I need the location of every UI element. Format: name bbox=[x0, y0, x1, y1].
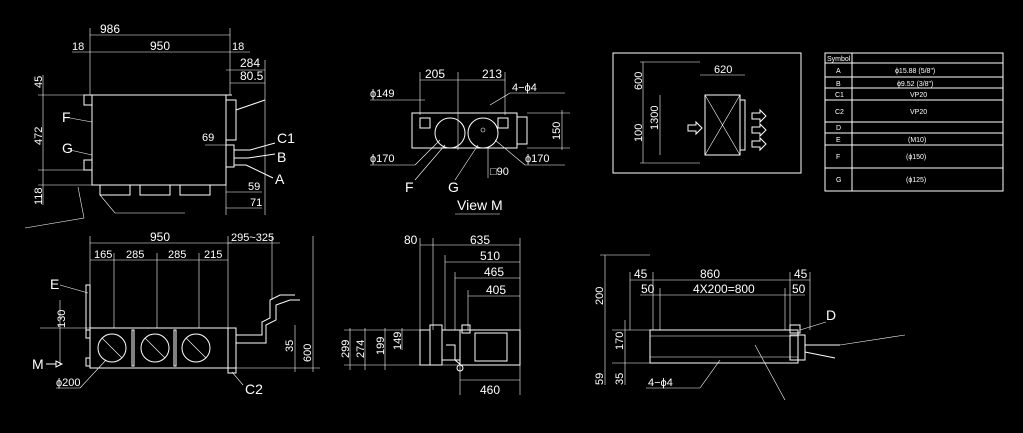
side-dim-465: 465 bbox=[484, 265, 504, 279]
label-a: A bbox=[275, 171, 285, 187]
dim-18-left: 18 bbox=[72, 41, 84, 53]
view-m-arrow-icon bbox=[46, 360, 64, 368]
table-row-a-symbol: A bbox=[836, 68, 841, 75]
dim-986: 986 bbox=[100, 22, 120, 36]
side-view: 80 635 510 465 405 299 274 199 149 460 bbox=[340, 233, 521, 397]
airflow-arrow-out-3 bbox=[751, 136, 767, 152]
label-e: E bbox=[50, 276, 59, 292]
table-row-f-value: (ϕ150) bbox=[906, 154, 926, 161]
dim-71: 71 bbox=[250, 197, 262, 209]
table-header-symbol: Symbol bbox=[827, 56, 851, 63]
front-dim-950: 950 bbox=[150, 230, 170, 244]
front-dim-phi200: ϕ200 bbox=[56, 377, 81, 389]
front-dim-215: 215 bbox=[204, 249, 222, 261]
label-m: M bbox=[32, 356, 44, 372]
bottom-dim-35: 35 bbox=[614, 373, 626, 385]
dim-phi170-left: ϕ170 bbox=[370, 153, 395, 165]
dim-phi149: ϕ149 bbox=[370, 88, 395, 100]
side-dim-405: 405 bbox=[486, 283, 506, 297]
symbol-table: Symbol A ϕ15.88 (5/8") B ϕ9.52 (3/8") C1… bbox=[824, 52, 1004, 192]
label-f-top: F bbox=[62, 109, 71, 125]
bottom-dim-170: 170 bbox=[614, 332, 626, 350]
dim-18-right: 18 bbox=[232, 41, 244, 53]
table-row-b-symbol: B bbox=[836, 81, 841, 88]
side-dim-199: 199 bbox=[375, 337, 387, 355]
table-row-c2-value: VP20 bbox=[910, 109, 927, 116]
side-dim-274: 274 bbox=[355, 340, 367, 358]
bottom-dim-200: 200 bbox=[594, 287, 606, 305]
bottom-dim-50b: 50 bbox=[792, 282, 806, 296]
dim-holes: 4−ϕ4 bbox=[512, 82, 537, 94]
dim-59: 59 bbox=[248, 181, 260, 193]
bottom-dim-4x200: 4X200=800 bbox=[693, 282, 755, 296]
table-row-e-symbol: E bbox=[836, 137, 841, 144]
dim-80-5: 80.5 bbox=[240, 69, 264, 83]
dim-213: 213 bbox=[482, 67, 502, 81]
dim-phi170-right: ϕ170 bbox=[525, 153, 550, 165]
airflow-arrow-in bbox=[687, 120, 703, 136]
front-dim-285a: 285 bbox=[126, 249, 144, 261]
table-row-c1-symbol: C1 bbox=[835, 92, 844, 99]
dim-118: 118 bbox=[33, 187, 45, 205]
side-dim-299: 299 bbox=[340, 340, 352, 358]
view-m-title: View M bbox=[457, 197, 503, 213]
table-row-f-symbol: F bbox=[836, 154, 840, 161]
airflow-arrow-out-1 bbox=[751, 108, 767, 124]
side-dim-149: 149 bbox=[392, 332, 404, 350]
table-row-b-value: ϕ9.52 (3/8") bbox=[897, 81, 933, 88]
side-dim-460: 460 bbox=[480, 383, 500, 397]
dim-sq90: □90 bbox=[490, 166, 509, 178]
side-dim-80: 80 bbox=[404, 233, 418, 247]
label-g-viewm: G bbox=[448, 179, 459, 195]
label-c1: C1 bbox=[277, 130, 295, 146]
side-dim-510: 510 bbox=[480, 249, 500, 263]
dim-45: 45 bbox=[33, 76, 45, 88]
label-d: D bbox=[826, 307, 836, 323]
table-row-d-symbol: D bbox=[836, 125, 841, 132]
bottom-dim-860: 860 bbox=[700, 267, 720, 281]
top-view: 986 950 18 18 284 80.5 69 C1 B A 5 bbox=[24, 22, 295, 229]
dim-950: 950 bbox=[150, 39, 170, 53]
dim-69: 69 bbox=[202, 132, 214, 144]
label-c2: C2 bbox=[245, 381, 263, 397]
inset-dim-620: 620 bbox=[714, 64, 732, 76]
label-f-viewm: F bbox=[405, 179, 414, 195]
inset-dim-100: 100 bbox=[633, 124, 645, 142]
table-row-g-value: (ϕ125) bbox=[906, 177, 926, 184]
front-dim-295-325: 295~325 bbox=[231, 232, 274, 244]
dim-284: 284 bbox=[240, 56, 260, 70]
table-row-g-symbol: G bbox=[836, 177, 841, 184]
view-m: 205 213 ϕ149 4−ϕ4 150 ϕ170 ϕ170 □90 F G … bbox=[370, 67, 570, 215]
airflow-arrow-out-2 bbox=[751, 122, 767, 138]
bottom-view: 45 860 45 50 4X200=800 50 D 200 170 35 5… bbox=[594, 254, 906, 401]
label-b: B bbox=[277, 149, 286, 165]
table-row-c2-symbol: C2 bbox=[835, 109, 844, 116]
front-dim-165: 165 bbox=[94, 249, 112, 261]
inset-diagram: 620 600 1300 100 bbox=[612, 52, 802, 174]
dim-205: 205 bbox=[425, 67, 445, 81]
front-view: 950 295~325 165 285 285 215 130 35 bbox=[32, 230, 320, 397]
front-dim-130: 130 bbox=[56, 310, 68, 328]
bottom-dim-59: 59 bbox=[594, 373, 606, 385]
front-dim-35: 35 bbox=[284, 340, 296, 352]
bottom-dim-45a: 45 bbox=[634, 267, 648, 281]
front-dim-285b: 285 bbox=[168, 249, 186, 261]
inset-dim-600: 600 bbox=[633, 72, 645, 90]
bottom-dim-45b: 45 bbox=[794, 267, 808, 281]
bottom-dim-holes: 4−ϕ4 bbox=[648, 377, 673, 389]
bottom-dim-50a: 50 bbox=[641, 282, 655, 296]
side-dim-635: 635 bbox=[470, 233, 490, 247]
table-row-c1-value: VP20 bbox=[910, 92, 927, 99]
inset-dim-1300: 1300 bbox=[649, 106, 661, 130]
table-row-a-value: ϕ15.88 (5/8") bbox=[895, 68, 935, 75]
dim-150: 150 bbox=[551, 122, 563, 140]
table-row-e-value: (M10) bbox=[908, 137, 926, 144]
label-g-top: G bbox=[62, 140, 73, 156]
dim-472: 472 bbox=[33, 127, 45, 145]
front-dim-600: 600 bbox=[302, 344, 314, 362]
